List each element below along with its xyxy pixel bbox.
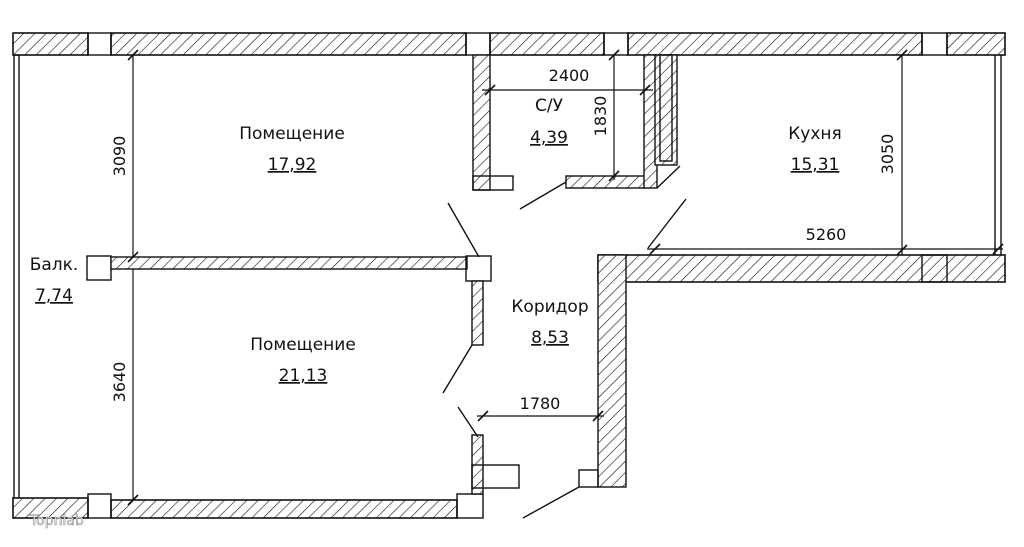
corridor-area: 8,53 <box>531 328 569 348</box>
room-top-name: Помещение <box>239 124 345 144</box>
balcony-glazing <box>13 54 20 506</box>
door-corridor <box>457 406 479 438</box>
bathroom-walls <box>472 54 681 191</box>
corridor-walls <box>578 254 1006 488</box>
dim-kitchen-depth: 3050 <box>878 134 897 175</box>
balcony-name: Балк. <box>30 255 79 275</box>
top-wall <box>12 32 1006 56</box>
kitchen-glazing <box>994 55 1002 255</box>
door-bathroom <box>519 181 567 210</box>
watermark: Topnlab <box>29 513 84 529</box>
door-entrance <box>522 486 580 519</box>
room-bottom-name: Помещение <box>250 335 356 355</box>
corridor-name: Коридор <box>511 297 588 317</box>
door-room-bottom <box>442 344 473 394</box>
doors <box>442 181 687 519</box>
bathroom-area: 4,39 <box>530 128 568 148</box>
balcony-area: 7,74 <box>35 286 73 306</box>
bathroom-name: С/У <box>535 96 564 116</box>
dim-bath-width: 2400 <box>549 66 590 85</box>
door-kitchen <box>647 198 687 249</box>
door-room-top <box>447 202 480 258</box>
room-bottom-area: 21,13 <box>279 366 328 386</box>
dimension-lines <box>127 49 1004 506</box>
bottom-wall <box>12 493 484 519</box>
dim-bath-depth: 1830 <box>591 96 610 137</box>
kitchen-area: 15,31 <box>791 155 840 175</box>
room-divider-wall <box>86 255 520 495</box>
dim-room-bottom-depth: 3640 <box>110 362 129 403</box>
room-top-area: 17,92 <box>268 155 317 175</box>
dim-kitchen-width: 5260 <box>806 225 847 244</box>
kitchen-name: Кухня <box>788 124 842 144</box>
dim-room-top-depth: 3090 <box>110 136 129 177</box>
dim-corridor-width: 1780 <box>520 394 561 413</box>
